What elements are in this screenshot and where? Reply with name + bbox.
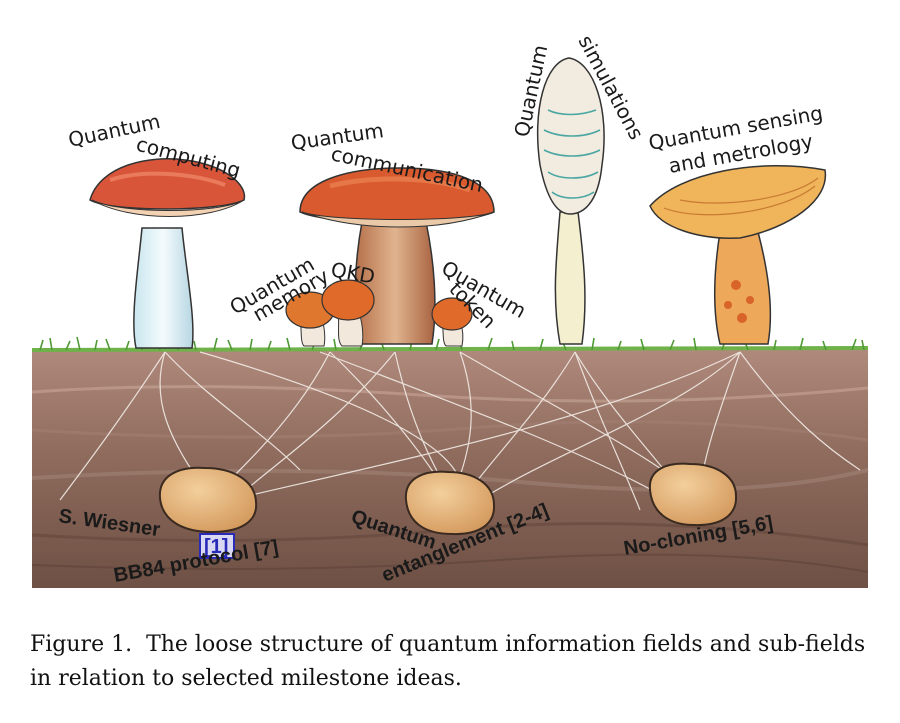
ref-link-1[interactable]: [1] bbox=[204, 536, 228, 558]
mushroom-qkd bbox=[321, 279, 375, 347]
caption-text: The loose structure of quantum informati… bbox=[30, 632, 866, 691]
mushroom-communication bbox=[299, 167, 495, 345]
tuber-wiesner bbox=[158, 466, 258, 534]
tuber-nocloning bbox=[648, 462, 738, 527]
ref-link-box[interactable] bbox=[199, 533, 235, 559]
tuber-entanglement bbox=[404, 470, 496, 536]
quantum-mushroom-diagram: Quantum computing Quantum communication … bbox=[31, 31, 869, 588]
figure-caption: Figure 1. The loose structure of quantum… bbox=[30, 628, 870, 696]
mushroom-token bbox=[431, 297, 473, 347]
caption-prefix: Figure 1. bbox=[30, 632, 133, 657]
mushroom-computing bbox=[89, 158, 246, 349]
mushroom-sensing bbox=[649, 165, 827, 345]
mushroom-simulations bbox=[536, 57, 605, 345]
